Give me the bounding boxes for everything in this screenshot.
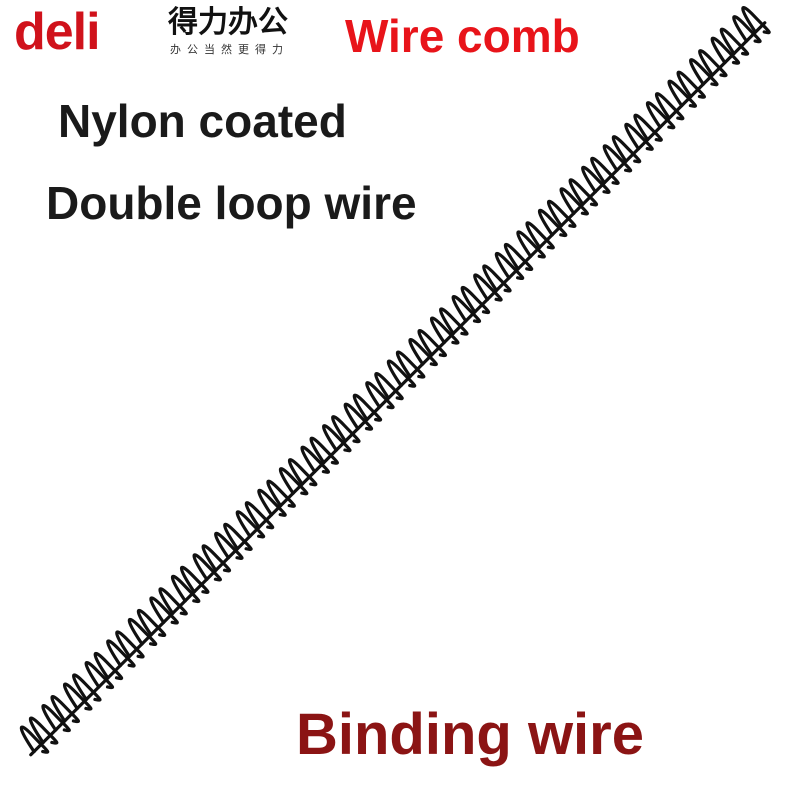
wire-loop — [223, 522, 253, 551]
wire-loop — [719, 27, 750, 56]
wire-loop — [395, 350, 426, 379]
wire-loop — [568, 178, 599, 207]
wire-loop — [581, 165, 611, 194]
wire-loop — [624, 122, 654, 151]
wire-loop — [214, 531, 244, 560]
wire-loop — [106, 639, 136, 668]
wire-loop — [559, 187, 589, 216]
wire-loop — [602, 144, 633, 173]
wire-loop — [374, 371, 404, 401]
wire-loop — [590, 156, 620, 185]
wire-loop — [710, 36, 741, 65]
wire-loop — [235, 510, 266, 539]
brand-slogan: 办公当然更得力 — [170, 43, 289, 56]
wire-loop — [516, 230, 546, 259]
wire-loop — [278, 467, 309, 496]
wire-loop — [158, 587, 188, 616]
wire-loop — [633, 113, 663, 142]
wire-loop — [136, 608, 167, 638]
wire-loop — [352, 393, 383, 422]
wire-loop — [322, 424, 352, 453]
wire-loop — [41, 703, 71, 733]
wire-loop — [62, 682, 93, 711]
wire-loop — [698, 49, 728, 78]
wire-loop — [115, 630, 145, 659]
wire-loop — [408, 337, 438, 367]
wire-loop — [473, 273, 503, 302]
wire-loops — [19, 5, 771, 757]
wire-loop — [309, 436, 339, 465]
wire-loop — [525, 221, 555, 250]
wire-loop — [179, 565, 210, 594]
wire-loop — [300, 445, 330, 474]
wire-loop — [84, 660, 115, 690]
wire-loop — [127, 617, 158, 647]
wire-loop — [611, 135, 642, 164]
wire-loop — [741, 5, 771, 35]
wire-loop — [482, 264, 512, 293]
wire-loop — [667, 79, 697, 108]
wire-loop — [537, 208, 568, 238]
wire-loop — [689, 58, 719, 87]
product-caption: Binding wire — [296, 702, 644, 767]
wire-loop — [386, 359, 417, 388]
wire-loop — [201, 544, 232, 573]
feature-nylon-coated: Nylon coated — [58, 95, 347, 147]
wire-loop — [257, 488, 287, 517]
wire-loop — [93, 651, 124, 681]
wire-loop — [170, 574, 201, 604]
brand-logo-wordmark: deli — [14, 3, 101, 61]
wire-loop — [287, 458, 318, 487]
wire-loop — [460, 285, 491, 315]
wire-loop — [192, 553, 222, 582]
wire-loop — [676, 70, 706, 99]
wire-loop — [244, 501, 275, 530]
wire-loop — [365, 381, 395, 410]
wire-spine — [29, 21, 767, 757]
feature-double-loop: Double loop wire — [46, 177, 417, 229]
wire-loop — [503, 242, 534, 272]
wire-loop — [331, 415, 361, 444]
wire-loop — [732, 15, 762, 44]
product-headline: Wire comb — [345, 10, 580, 62]
wire-loop — [149, 596, 179, 625]
wire-loop — [546, 199, 577, 228]
wire-loop — [417, 328, 447, 358]
wire-loop — [439, 307, 469, 336]
brand-logo-chinese: 得力办公 — [168, 5, 288, 40]
wire-loop — [343, 402, 374, 431]
wire-loop — [50, 694, 80, 724]
wire-loop — [266, 479, 296, 508]
wire-loop — [19, 725, 50, 754]
wire-loop — [654, 92, 685, 121]
wire-loop — [494, 251, 525, 281]
wire-loop — [645, 101, 676, 130]
wire-loop — [72, 673, 102, 702]
wire-loop — [28, 716, 59, 745]
wire-loop — [429, 316, 460, 345]
wire-loop — [451, 294, 482, 324]
